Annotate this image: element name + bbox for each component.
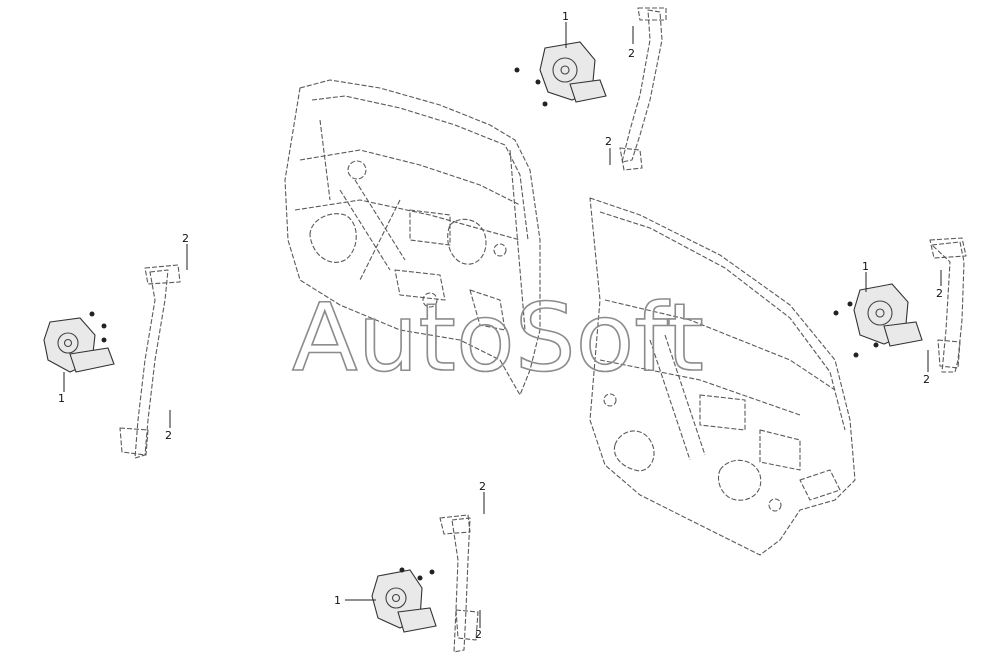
callout-bottom-rail-lower: 2 xyxy=(475,628,482,641)
callout-bottom-motor: 1 xyxy=(334,594,341,607)
callout-bottom-rail-upper: 2 xyxy=(479,480,486,493)
callout-right-rail-lower: 2 xyxy=(923,373,930,386)
right-regulator-rail xyxy=(929,237,967,373)
bottom-regulator-rail xyxy=(439,514,479,653)
callout-right-motor: 1 xyxy=(862,260,869,273)
right-regulator-motor xyxy=(833,283,923,358)
callout-top-motor: 1 xyxy=(562,10,569,23)
top-regulator-rail xyxy=(619,7,667,171)
callout-leaders xyxy=(63,22,942,628)
front-door-panel xyxy=(284,79,541,396)
top-regulator-motor xyxy=(514,41,607,107)
callout-top-rail-lower: 2 xyxy=(605,135,612,148)
callout-left-motor: 1 xyxy=(58,392,65,405)
left-regulator-rail xyxy=(119,264,181,459)
callout-right-rail-upper: 2 xyxy=(936,287,943,300)
callout-top-rail-upper: 2 xyxy=(628,47,635,60)
bottom-regulator-motor xyxy=(371,567,437,633)
watermark-text: AutoSoft xyxy=(292,284,704,393)
callout-left-rail-lower: 2 xyxy=(165,429,172,442)
left-regulator-motor xyxy=(43,311,115,373)
rear-door-panel xyxy=(589,197,856,556)
callout-left-rail-upper: 2 xyxy=(182,232,189,245)
